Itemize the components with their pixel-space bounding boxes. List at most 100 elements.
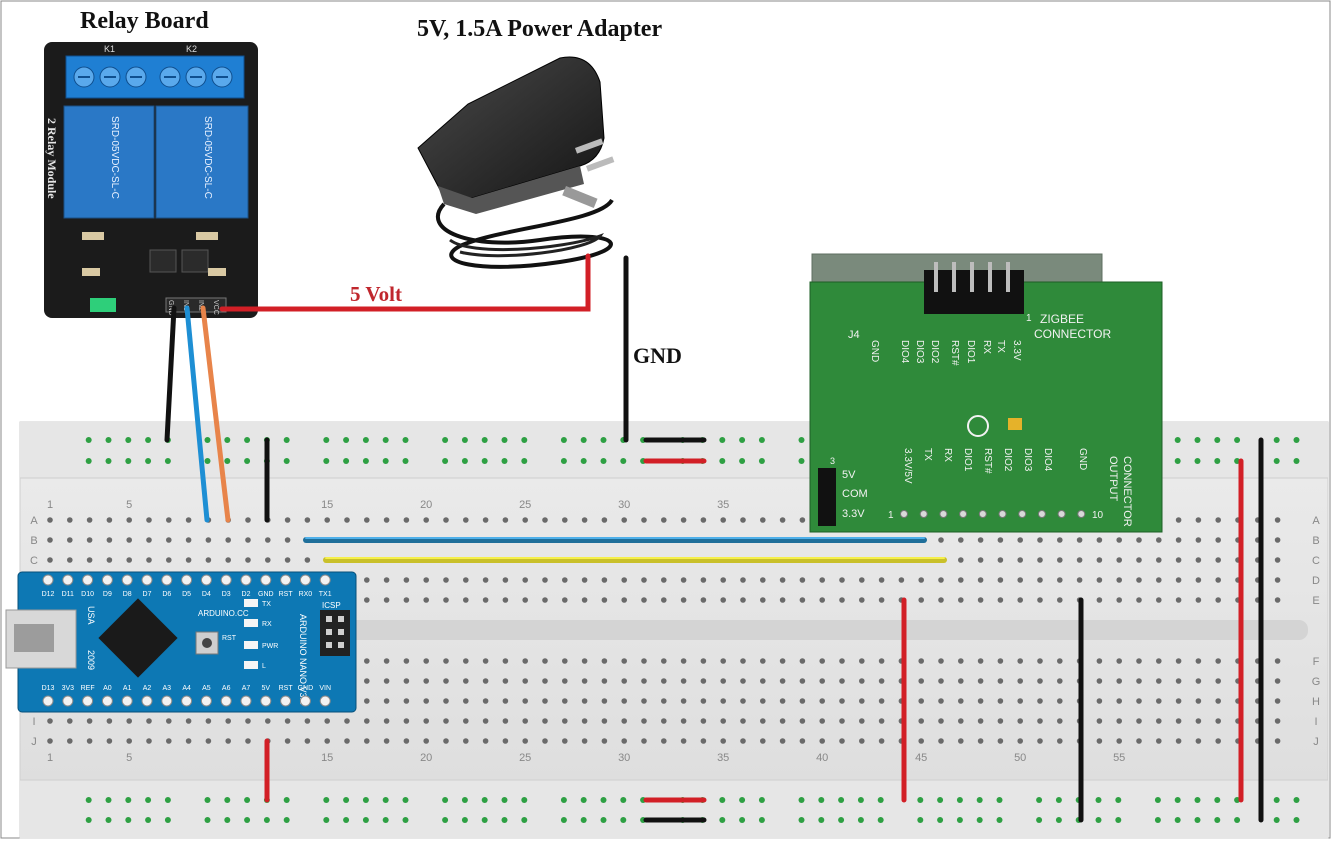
output-pin [939,510,948,518]
rail-hole [125,797,132,803]
terminal-hole [245,718,251,724]
terminal-hole [482,577,489,583]
terminal-hole [977,577,984,583]
wire-relay-gnd-black [164,305,177,443]
terminal-hole [958,738,964,744]
terminal-hole [661,718,667,724]
terminal-hole [641,517,647,523]
terminal-hole [680,597,687,603]
terminal-hole [1136,698,1142,704]
rail-hole [164,458,171,464]
zigbee-output-pin-label: GND [1077,448,1088,470]
terminal-hole [383,738,390,744]
rail-hole [244,437,251,443]
rail-hole [937,817,944,823]
arduino-top-pin-label: D10 [81,591,94,598]
column-number: 35 [717,752,729,764]
terminal-hole [1017,718,1023,724]
row-letter: H [1312,696,1320,708]
terminal-hole [958,557,964,563]
terminal-hole [245,537,251,543]
arduino-bottom-pin-label: 3V3 [62,685,75,692]
status-led [244,599,258,607]
rail-hole [501,437,508,443]
terminal-hole [364,698,370,704]
arduino-top-pin-label: TX1 [319,591,332,598]
terminal-hole [284,557,291,563]
terminal-hole [1057,718,1063,724]
terminal-hole [1037,577,1043,583]
zigbee-top-pin-label: RX [981,340,992,354]
terminal-hole [997,738,1004,744]
relay-k1-label: K1 [104,44,115,54]
header-pad [299,574,311,586]
terminal-hole [482,678,489,684]
icsp-label: ICSP [322,601,341,610]
arduino-top-pin-label: D2 [242,591,251,598]
rail-hole [283,458,290,464]
terminal-hole [938,658,944,664]
terminal-hole [938,678,944,684]
terminal-hole [997,557,1004,563]
terminal-hole [185,718,192,724]
terminal-hole [1156,718,1162,724]
rail-hole [1194,437,1201,443]
header-pad [240,574,252,586]
relay-header-pins [165,297,227,313]
terminal-hole [581,698,588,704]
rail-hole [1273,817,1280,823]
zigbee-output-pin-label: RX [942,448,953,462]
rail-hole [600,817,607,823]
terminal-hole [146,738,152,744]
rail-hole [877,797,884,803]
rail-hole [343,458,350,464]
terminal-hole [740,718,746,724]
header-pin [1006,262,1010,292]
terminal-hole [284,537,291,543]
arduino-led-label: PWR [262,643,278,650]
terminal-hole [1215,577,1221,583]
rail-hole [758,817,765,823]
zigbee-smd-component [1008,418,1022,430]
terminal-hole [562,738,568,744]
terminal-hole [1215,597,1221,603]
rail-hole [125,458,132,464]
status-led [244,641,258,649]
terminal-hole [918,597,924,603]
column-number: 30 [618,499,630,511]
terminal-hole [1057,678,1063,684]
terminal-hole [878,698,885,704]
zigbee-j4-label: J4 [848,329,860,341]
terminal-hole [1215,738,1221,744]
arduino-bottom-pin-label: A6 [222,685,231,692]
output-pin [919,510,928,518]
terminal-hole [542,718,548,724]
terminal-hole [383,718,390,724]
terminal-hole [997,698,1004,704]
terminal-hole [779,517,786,523]
terminal-hole [997,718,1004,724]
terminal-hole [621,597,627,603]
rail-hole [382,797,389,803]
header-pad [42,574,54,586]
terminal-hole [542,698,548,704]
terminal-hole [324,738,331,744]
terminal-hole [542,678,548,684]
rail-hole [1174,437,1181,443]
terminal-hole [1274,557,1281,563]
terminal-hole [779,738,786,744]
rail-hole [204,437,211,443]
terminal-hole [1215,658,1221,664]
terminal-hole [700,517,707,523]
terminal-hole [720,517,726,523]
output-connector-title-2: CONNECTOR [1121,456,1133,527]
terminal-hole [799,698,806,704]
terminal-hole [463,597,469,603]
terminal-hole [601,517,608,523]
terminal-hole [502,698,509,704]
rail-hole [323,437,330,443]
rail-hole [323,817,330,823]
row-letter: C [1312,555,1320,567]
